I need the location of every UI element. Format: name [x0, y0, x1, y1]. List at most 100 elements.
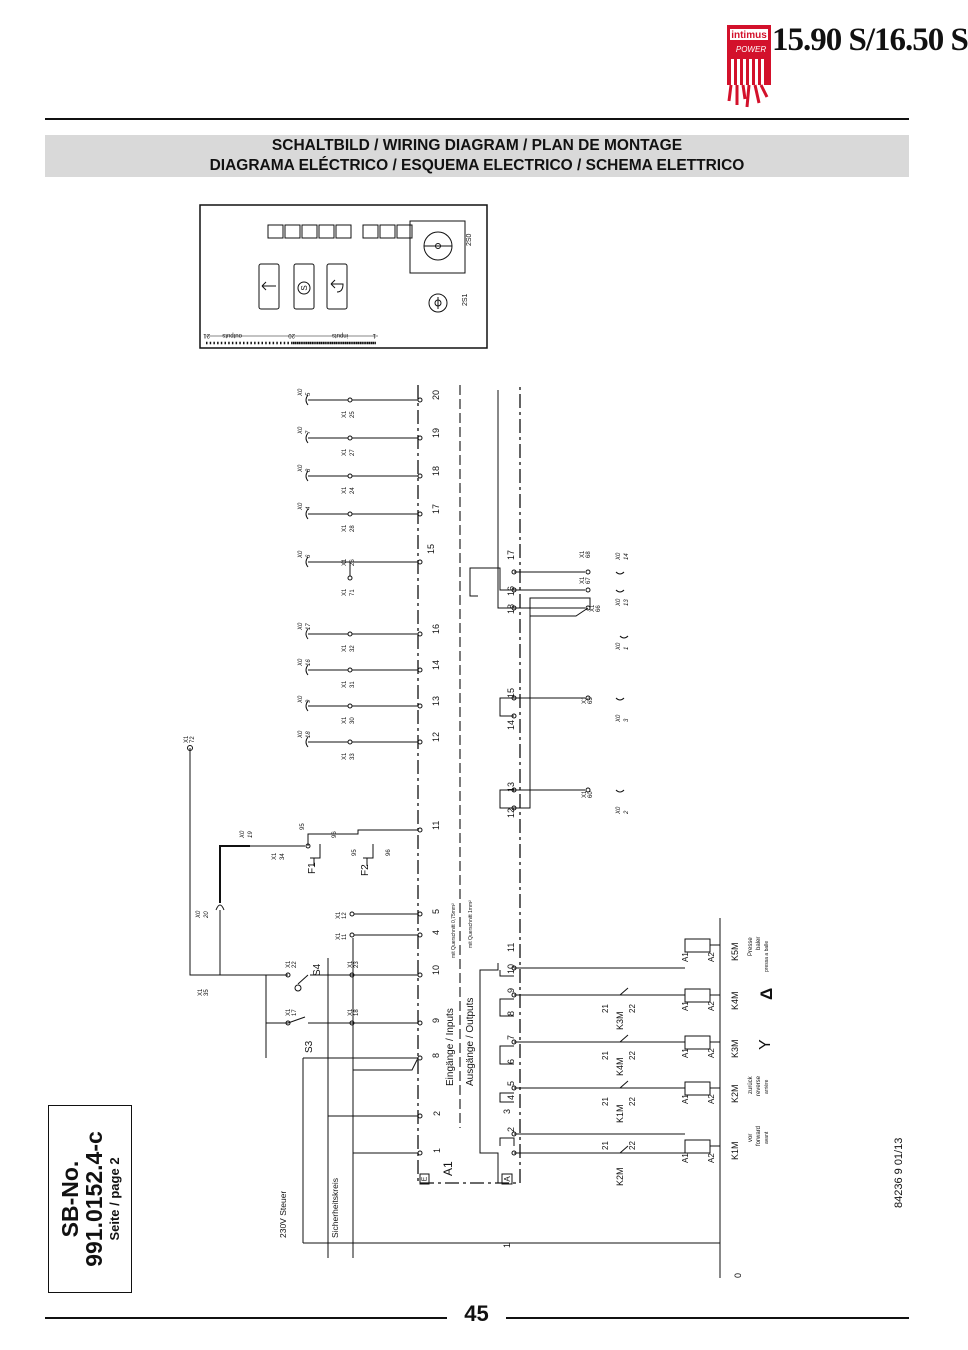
input-row-19: X0 7 X1 27 19: [298, 426, 441, 456]
terminal-label-20: 20: [288, 332, 295, 338]
k1m-22: 22: [628, 1097, 637, 1106]
output-box-a: [501, 1173, 513, 1185]
coil-k5m: A1 A2 K5M Presse baler pressa a balle: [681, 937, 770, 972]
s4-actuator: [294, 984, 302, 992]
input-box-e: [419, 1173, 430, 1185]
x1-31-label: 31: [350, 681, 356, 688]
wiring-diagram: S 2S0 2S1 21 outp: [184, 204, 776, 1278]
x0-label: X0: [298, 502, 304, 511]
out-4-5: 4 5: [499, 1081, 685, 1103]
main-rotary-switch[interactable]: [409, 220, 466, 274]
k3m-star-symbol: Y: [757, 1039, 774, 1050]
box-a-label: A: [503, 1176, 512, 1182]
s3-contact: [287, 1016, 306, 1024]
reverse-button[interactable]: [258, 263, 280, 310]
x1-label: X1: [286, 1008, 292, 1016]
x1-35-label: 35: [204, 989, 210, 996]
supply-rails: 230V Steuer Sicherheitskreis 0: [278, 938, 743, 1278]
input-row-14: X0 16 X1 31 14: [298, 658, 441, 688]
sb-label: SB-No.: [56, 1160, 83, 1238]
x1-label: X1: [272, 852, 278, 860]
forward-button[interactable]: [326, 263, 348, 310]
coil-a2: A2: [707, 952, 716, 962]
output-13-number: 13: [506, 782, 516, 792]
x0-label: X0: [298, 426, 304, 435]
x1-17-label: 17: [292, 1009, 298, 1016]
output-2-number: 2: [506, 1127, 516, 1132]
coil-a1: A1: [681, 952, 690, 962]
k4m-delta-symbol: Δ: [757, 988, 776, 1000]
x1-25-label: 25: [350, 411, 356, 418]
input-row-13: X0 9 X1 30 13: [298, 695, 441, 724]
title-banner: SCHALTBILD / WIRING DIAGRAM / PLAN DE MO…: [45, 135, 909, 177]
x0-17-label: 17: [306, 623, 312, 630]
x1-33-label: 33: [350, 753, 356, 760]
model-title: 15.90 S/16.50 S: [772, 22, 968, 58]
interlock-contacts: 21 K2M 22 21 K1M 22 21 K4M 22 21 K3M 22: [601, 987, 637, 1186]
input-18-number: 18: [431, 466, 441, 476]
terminal-label-1: 1: [372, 332, 376, 338]
coil-a1: A1: [681, 1048, 690, 1058]
k1m-forward: forward: [756, 1126, 762, 1146]
k4m-interlock: 21 K4M 22: [601, 1034, 637, 1076]
k4m-interlock-label: K4M: [615, 1057, 625, 1076]
rail-0-label: 0: [733, 1273, 743, 1278]
key-switch[interactable]: [428, 293, 448, 313]
output-18-number: 18: [506, 604, 516, 614]
x0-1-label: 1: [624, 647, 630, 650]
banner-line-2: DIAGRAMA ELÉCTRICO / ESQUEMA ELECTRICO /…: [209, 157, 745, 174]
footer-rule-left: [45, 1317, 447, 1319]
coil-a1: A1: [681, 1153, 690, 1163]
output-relays-lower: 2 3 4 5 6 7 8 9 10 11 1: [479, 943, 685, 1248]
x1-label: X1: [184, 735, 190, 743]
x1-27-label: 27: [350, 449, 356, 456]
x0-label: X0: [298, 695, 304, 704]
input-5-number: 5: [431, 909, 441, 914]
k1m-interlock-label: K1M: [615, 1104, 625, 1123]
x1-63-label: 63: [588, 697, 594, 704]
out-6-7: 6 7: [499, 1035, 685, 1065]
k2m-22: 22: [628, 1141, 637, 1150]
k4m-22: 22: [628, 1051, 637, 1060]
coil-k2m: A1 A2 K2M zurück reverse arrière: [681, 1075, 770, 1104]
footer-rule-right: [506, 1317, 909, 1319]
terminal-label-outputs: outputs: [222, 332, 242, 338]
input-12-number: 12: [431, 732, 441, 742]
stop-button[interactable]: S: [293, 263, 315, 310]
x1-28-label: 28: [350, 525, 356, 532]
output-1-number: 1: [502, 1243, 512, 1248]
x0-label: X0: [298, 464, 304, 473]
control-panel: S 2S0 2S1 21 outp: [199, 204, 488, 349]
x0-label: X0: [196, 910, 202, 919]
coil-k4m-label: K4M: [730, 991, 740, 1010]
sb-number-box: SB-No. 991.0152.4-c Seite / page 2: [48, 1105, 132, 1293]
logo-brand-text: intimus: [731, 30, 767, 41]
input-row-18: X0 8 X1 24 18: [298, 464, 441, 494]
x0-3-label: 3: [624, 718, 630, 722]
x1-label: X1: [342, 558, 348, 566]
coil-a2: A2: [707, 1048, 716, 1058]
x1-label: X1: [590, 604, 596, 612]
coil-k3m: A1 A2 K3M Y: [681, 1035, 774, 1058]
upper-input-rows: X0 18 X1 33 12 X0 9 X1 30 13 X0 16 X1: [298, 388, 441, 760]
header-rule: [45, 118, 909, 120]
k3m-interlock: 21 K3M 22: [601, 987, 637, 1030]
x1-label: X1: [582, 696, 588, 704]
coil-a2: A2: [707, 1001, 716, 1011]
x1-label: X1: [348, 1008, 354, 1016]
terminal-strip: 21 outputs 20 inputs 1: [203, 332, 378, 345]
input-13-number: 13: [431, 696, 441, 706]
x1-label: X1: [342, 486, 348, 494]
x1-26-label: 26: [350, 559, 356, 566]
coil-k5m-label: K5M: [730, 942, 740, 961]
document-code: 84236 9 01/13: [893, 1137, 905, 1208]
x0-19-label: 19: [248, 831, 254, 838]
input-20-number: 20: [431, 390, 441, 400]
display-segments: [267, 224, 413, 239]
x1-60-label: 60: [588, 791, 594, 798]
k3m-22: 22: [628, 1004, 637, 1013]
wire-note-075: mit Querschnitt 0,75mm²: [451, 903, 457, 958]
input-15-number: 15: [426, 544, 436, 554]
x1-18-label: 18: [354, 1009, 360, 1016]
x0-13-label: 13: [624, 599, 630, 606]
